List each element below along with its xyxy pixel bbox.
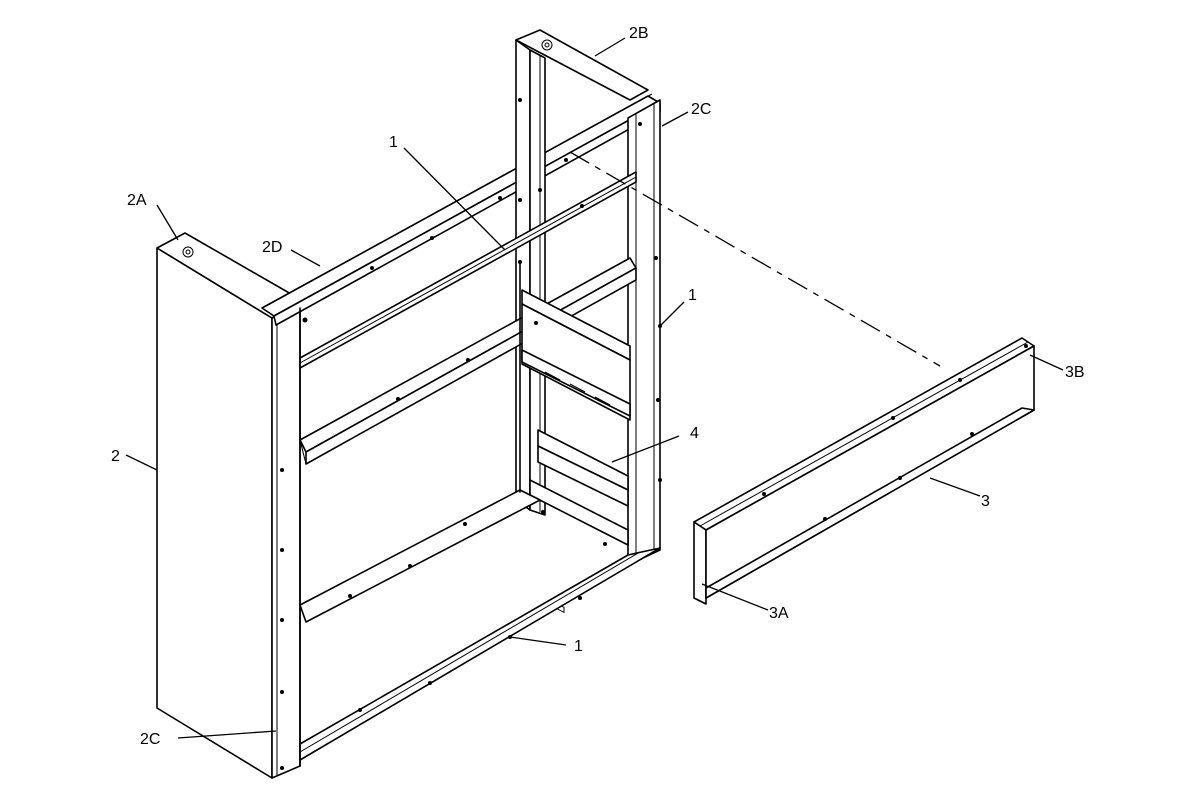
right-front-post <box>627 99 661 566</box>
explode-line <box>569 151 941 367</box>
callout-2B: 2B <box>629 25 649 42</box>
slotted-bracket-lower <box>521 349 631 417</box>
callout-4: 4 <box>690 425 699 442</box>
bracket-4 <box>529 429 629 546</box>
callout-1-right: 1 <box>688 287 697 304</box>
callout-labels: 2B 2C 1 2A 2D 1 3B 2 4 3 3A 1 2C <box>111 25 1085 748</box>
callout-1-bottom: 1 <box>574 638 583 655</box>
rear-left-post <box>515 39 531 511</box>
callout-3B: 3B <box>1065 364 1085 381</box>
callout-2: 2 <box>111 448 120 465</box>
bottom-frame-rear <box>299 489 541 623</box>
housing-assembly <box>156 29 662 779</box>
callout-2C-top: 2C <box>691 101 711 118</box>
left-front-flange <box>271 307 301 779</box>
callout-2C-bottom: 2C <box>140 731 160 748</box>
leader-lines <box>125 37 1064 739</box>
rivets <box>280 98 662 770</box>
callout-1-top: 1 <box>389 134 398 151</box>
cover-panel-3 <box>693 337 1035 605</box>
callout-3: 3 <box>981 493 990 510</box>
callout-2A: 2A <box>127 192 147 209</box>
left-side-panel <box>156 247 273 779</box>
callout-3A: 3A <box>769 605 789 622</box>
callout-2D: 2D <box>262 239 282 256</box>
